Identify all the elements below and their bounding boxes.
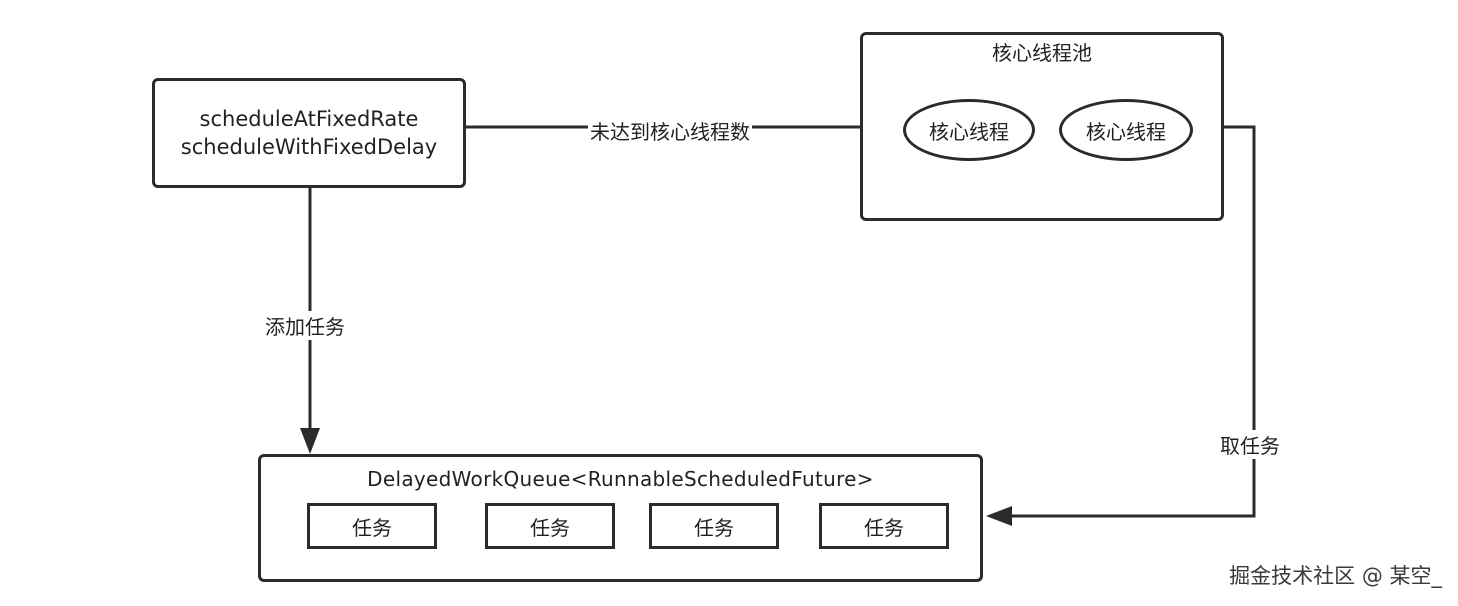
edge-label-to-core: 未达到核心线程数 [588, 116, 752, 145]
queue-task-3: 任务 [649, 503, 779, 549]
core-thread-pool: 核心线程池 核心线程 核心线程 [860, 32, 1224, 221]
schedule-method-fixed-delay: scheduleWithFixedDelay [180, 135, 438, 159]
schedule-method-fixed-rate: scheduleAtFixedRate [199, 107, 419, 131]
edge-label-add-task: 添加任务 [263, 311, 347, 340]
watermark: 掘金技术社区 @ 某空_ [1229, 564, 1442, 588]
delayed-work-queue-title: DelayedWorkQueue<RunnableScheduledFuture… [367, 467, 874, 491]
schedule-methods-box: scheduleAtFixedRate scheduleWithFixedDel… [152, 78, 466, 188]
delayed-work-queue: DelayedWorkQueue<RunnableScheduledFuture… [258, 454, 983, 582]
core-thread-pool-title: 核心线程池 [992, 41, 1092, 65]
edge-add-task-arrowhead [300, 428, 320, 454]
edge-label-take-task: 取任务 [1218, 430, 1282, 459]
queue-task-4: 任务 [819, 503, 949, 549]
edge-take-task-arrowhead [986, 506, 1012, 526]
queue-task-2: 任务 [485, 503, 615, 549]
core-thread-1: 核心线程 [903, 99, 1035, 161]
edge-take-task-line [1008, 125, 1256, 518]
core-thread-2: 核心线程 [1059, 99, 1193, 161]
queue-task-1: 任务 [307, 503, 437, 549]
